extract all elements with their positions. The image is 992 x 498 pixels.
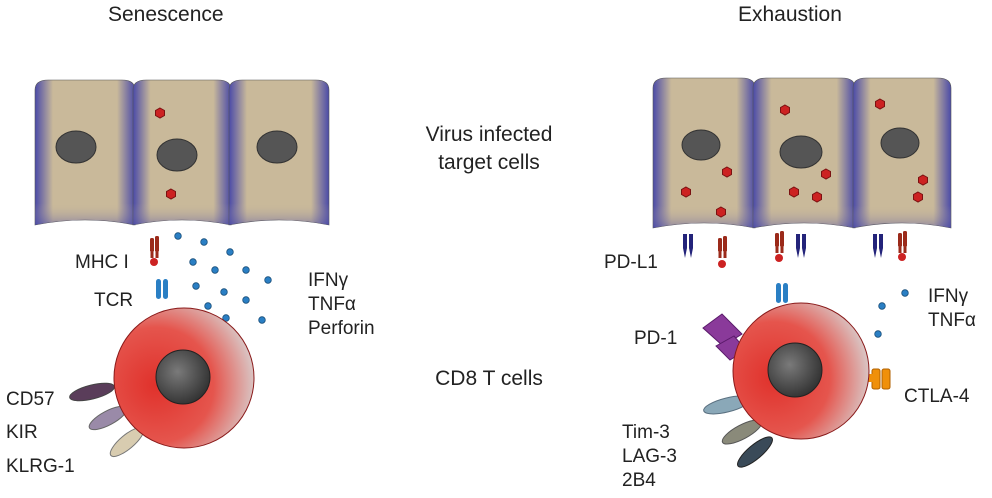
virus-particle xyxy=(875,98,885,110)
virus-particle xyxy=(681,186,691,198)
exhaustion-title: Exhaustion xyxy=(738,3,842,26)
receptor-2b4 xyxy=(737,436,773,468)
exhaustion-receptor-labels: Tim-3 LAG-3 2B4 xyxy=(622,422,677,492)
virus-particle xyxy=(812,191,822,203)
lag3-label: LAG-3 xyxy=(622,446,677,467)
cytokine-perforin: Perforin xyxy=(308,318,375,339)
mhc-receptor xyxy=(773,229,786,255)
senescence-title: Senescence xyxy=(108,3,224,26)
target-cells-line-2: target cells xyxy=(438,151,540,174)
target-cells-line-1: Virus infected xyxy=(425,123,553,146)
t-cell-nucleus xyxy=(155,349,211,405)
2b4-label: 2B4 xyxy=(622,470,656,491)
virus-particle xyxy=(789,186,799,198)
receptor-ctla4 xyxy=(866,368,891,390)
antigen-peptide xyxy=(775,254,783,262)
mhc-label: MHC I xyxy=(75,252,129,273)
nucleus xyxy=(55,130,97,164)
cytokine-tnfa: TNFα xyxy=(308,294,356,315)
virus-particle xyxy=(780,104,790,116)
pdl1-receptor xyxy=(873,234,883,258)
senescence-cytokines: IFNγ TNFα Perforin xyxy=(308,270,375,340)
pdl1-receptor xyxy=(796,234,806,258)
antigen-peptide xyxy=(718,260,726,268)
tcr-label: TCR xyxy=(94,290,134,311)
cytokine-ifng: IFNγ xyxy=(308,270,349,291)
pdl1-receptor xyxy=(683,234,693,258)
exhaustion-cytokines: IFNγ TNFα xyxy=(928,286,976,332)
mhc-receptor xyxy=(716,234,729,260)
mhc-receptor xyxy=(148,234,161,260)
tim3-label: Tim-3 xyxy=(622,422,670,443)
nucleus xyxy=(156,138,198,172)
virus-particle xyxy=(722,166,732,178)
target-cells-label: Virus infected target cells xyxy=(404,124,574,174)
virus-particle xyxy=(166,188,176,200)
receptor-cd57 xyxy=(69,382,115,402)
exhaustion-t-cell xyxy=(702,283,891,468)
pdl1-label: PD-L1 xyxy=(604,252,658,273)
tcr-receptor xyxy=(156,279,168,299)
nucleus xyxy=(779,135,823,169)
klrg1-label: KLRG-1 xyxy=(6,456,75,477)
pd1-label: PD-1 xyxy=(634,328,678,349)
virus-particle xyxy=(716,206,726,218)
virus-particle xyxy=(155,107,165,119)
t-cells-label: CD8 T cells xyxy=(435,367,543,390)
nucleus xyxy=(681,129,721,161)
cd57-label: CD57 xyxy=(6,389,55,410)
tcr-receptor xyxy=(776,283,788,303)
virus-particle xyxy=(821,168,831,180)
t-cell-nucleus xyxy=(767,342,823,398)
antigen-peptide xyxy=(150,258,158,266)
ctla4-label: CTLA-4 xyxy=(904,386,970,407)
exhaustion-target-cells xyxy=(652,77,952,229)
kir-label: KIR xyxy=(6,422,38,443)
senescence-target-cells xyxy=(34,79,330,226)
cytokine-tnfa: TNFα xyxy=(928,310,976,331)
virus-particle xyxy=(918,174,928,186)
cytokine-ifng: IFNγ xyxy=(928,286,969,307)
nucleus xyxy=(256,130,298,164)
antigen-peptide xyxy=(898,253,906,261)
senescence-t-cell xyxy=(69,307,255,458)
mhc-receptor xyxy=(896,229,909,255)
virus-particle xyxy=(913,191,923,203)
nucleus xyxy=(880,127,920,159)
